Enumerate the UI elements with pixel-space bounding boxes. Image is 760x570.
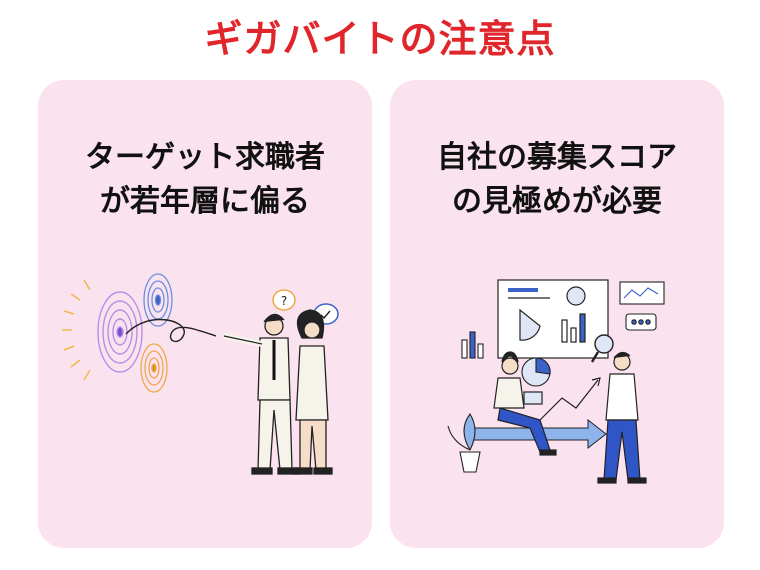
svg-text:?: ? (281, 294, 287, 308)
question-bubble-icon: ? (272, 289, 296, 311)
target-orange-icon (140, 343, 168, 393)
woman-figure (293, 309, 333, 475)
page-title: ギガバイトの注意点 (204, 17, 556, 61)
card-heading-line-2: の見極めが必要 (452, 184, 662, 219)
plant-icon (447, 413, 481, 473)
line-chart-card (619, 281, 665, 305)
target-purple-icon (97, 291, 143, 373)
pie-chart-icon (521, 357, 551, 387)
message-bubble-icon (625, 313, 657, 331)
target-rays (62, 279, 91, 381)
man-figure (223, 313, 299, 475)
card-scope-review: 自社の募集スコア の見極めが必要 (390, 80, 724, 548)
woman-with-laptop-figure (493, 351, 557, 456)
magnifier-icon (590, 334, 614, 363)
bar-chart-icon (461, 331, 484, 359)
target-couple-illustration: ? (62, 273, 339, 475)
card-heading-line-1: 自社の募集スコア (437, 140, 677, 175)
target-blue-icon (143, 273, 173, 327)
growth-arrow-icon (539, 377, 601, 421)
card-heading: ターゲット求職者 が若年層に偏る (38, 136, 372, 224)
analytics-team-illustration (447, 279, 665, 484)
card-young-target: ターゲット求職者 が若年層に偏る (38, 80, 372, 548)
card-heading: 自社の募集スコア の見極めが必要 (390, 136, 724, 224)
dashboard-board (497, 279, 609, 359)
card-heading-line-2: が若年層に偏る (100, 184, 310, 219)
pointer-line (125, 318, 217, 342)
card-heading-line-1: ターゲット求職者 (85, 140, 325, 175)
man-standing-figure (597, 351, 647, 484)
